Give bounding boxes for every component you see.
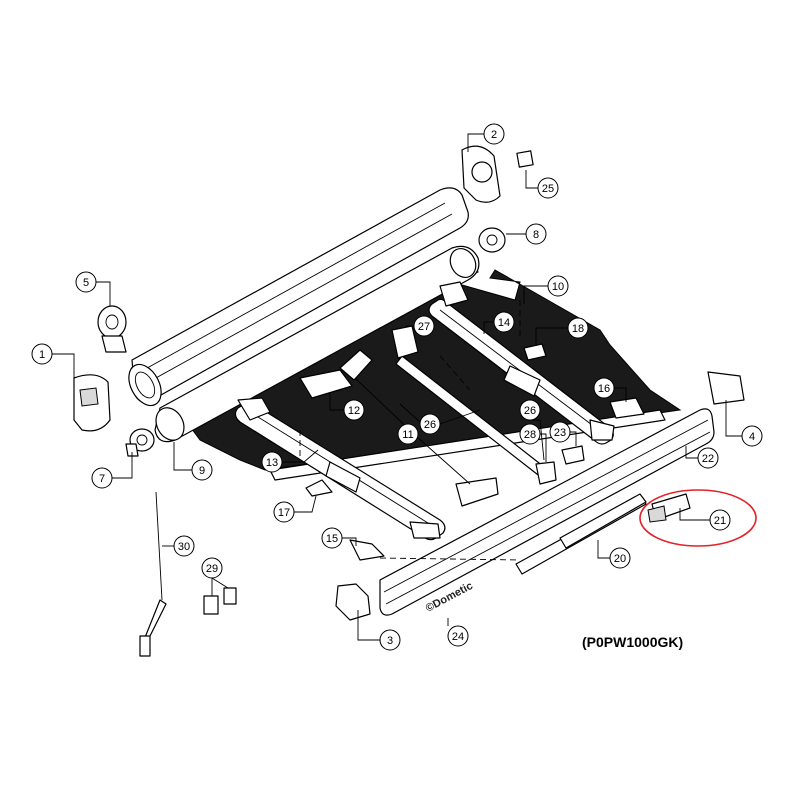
callout-label: 8 — [533, 229, 539, 241]
callout-label: 22 — [702, 453, 714, 465]
callout-label: 16 — [598, 383, 610, 395]
assembly-lines — [299, 300, 521, 561]
arm-bracket-left — [335, 583, 371, 621]
callout-label: 25 — [542, 183, 554, 195]
callout-label: 14 — [498, 317, 510, 329]
left-arm — [234, 397, 446, 541]
callout-label: 3 — [387, 635, 393, 647]
callout-2 — [483, 123, 505, 145]
arm-bracket-right — [707, 371, 745, 405]
callout-label: 26 — [424, 419, 436, 431]
callout-23 — [549, 421, 571, 443]
callout-12 — [343, 399, 365, 421]
callout-30 — [173, 535, 195, 557]
cassette-profile — [128, 187, 469, 407]
callout-25 — [537, 177, 559, 199]
callout-21 — [709, 509, 731, 531]
callout-9 — [191, 459, 213, 481]
bearing-8 — [478, 227, 506, 253]
callout-label: 28 — [524, 429, 536, 441]
callout-3 — [379, 629, 401, 651]
callout-label: 12 — [348, 405, 360, 417]
callout-label: 30 — [178, 541, 190, 553]
callout-22 — [697, 447, 719, 469]
callout-label: 13 — [266, 457, 278, 469]
callouts: 1 2 3 4 5 7 8 9 10 11 — [31, 123, 763, 651]
tension-strut — [515, 493, 647, 575]
callout-20 — [609, 547, 631, 569]
callout-11 — [397, 423, 419, 445]
callout-26-strut — [419, 413, 441, 435]
support-bracket — [299, 349, 499, 507]
callout-24 — [447, 625, 469, 647]
bearing-5 — [97, 305, 127, 353]
callout-label: 5 — [83, 277, 89, 289]
central-strut — [391, 325, 557, 485]
callout-8 — [525, 223, 547, 245]
small-parts — [139, 150, 645, 657]
end-cap-left — [73, 374, 111, 432]
callout-13 — [261, 451, 283, 473]
callout-16 — [593, 377, 615, 399]
callout-label: 10 — [552, 281, 564, 293]
callout-27 — [413, 315, 435, 337]
callout-14 — [493, 311, 515, 333]
callout-15 — [321, 527, 343, 549]
callout-label: 11 — [402, 429, 413, 441]
callout-26-right — [519, 399, 541, 421]
end-cap-right — [461, 145, 501, 203]
callout-label: 20 — [614, 553, 626, 565]
callout-label: 24 — [452, 631, 464, 643]
callout-label: 9 — [199, 465, 205, 477]
callout-label: 18 — [572, 323, 584, 335]
callout-label: 2 — [491, 129, 497, 141]
callout-label: 27 — [418, 321, 430, 333]
callout-28 — [519, 423, 541, 445]
callout-7 — [91, 467, 113, 489]
callout-label: 15 — [326, 533, 338, 545]
callout-4 — [741, 425, 763, 447]
callout-label: 26 — [524, 405, 536, 417]
highlight-ring — [639, 489, 757, 547]
right-arm — [428, 281, 615, 445]
callout-1 — [31, 343, 53, 365]
bearing-7 — [125, 428, 155, 457]
callout-label: 23 — [554, 427, 566, 439]
callout-label: 17 — [278, 507, 290, 519]
part-code-caption: (P0PW1000GK) — [582, 634, 683, 650]
callout-5 — [75, 271, 97, 293]
callout-10 — [547, 275, 569, 297]
callout-17 — [273, 501, 295, 523]
callout-label: 1 — [39, 349, 45, 361]
callout-29 — [201, 557, 223, 579]
part-21 — [647, 493, 691, 523]
roller-tube — [154, 245, 682, 481]
callout-18 — [567, 317, 589, 339]
callout-label: 4 — [749, 431, 755, 443]
callout-label: 29 — [206, 563, 218, 575]
callout-label: 21 — [714, 515, 726, 527]
callout-label: 7 — [99, 473, 105, 485]
